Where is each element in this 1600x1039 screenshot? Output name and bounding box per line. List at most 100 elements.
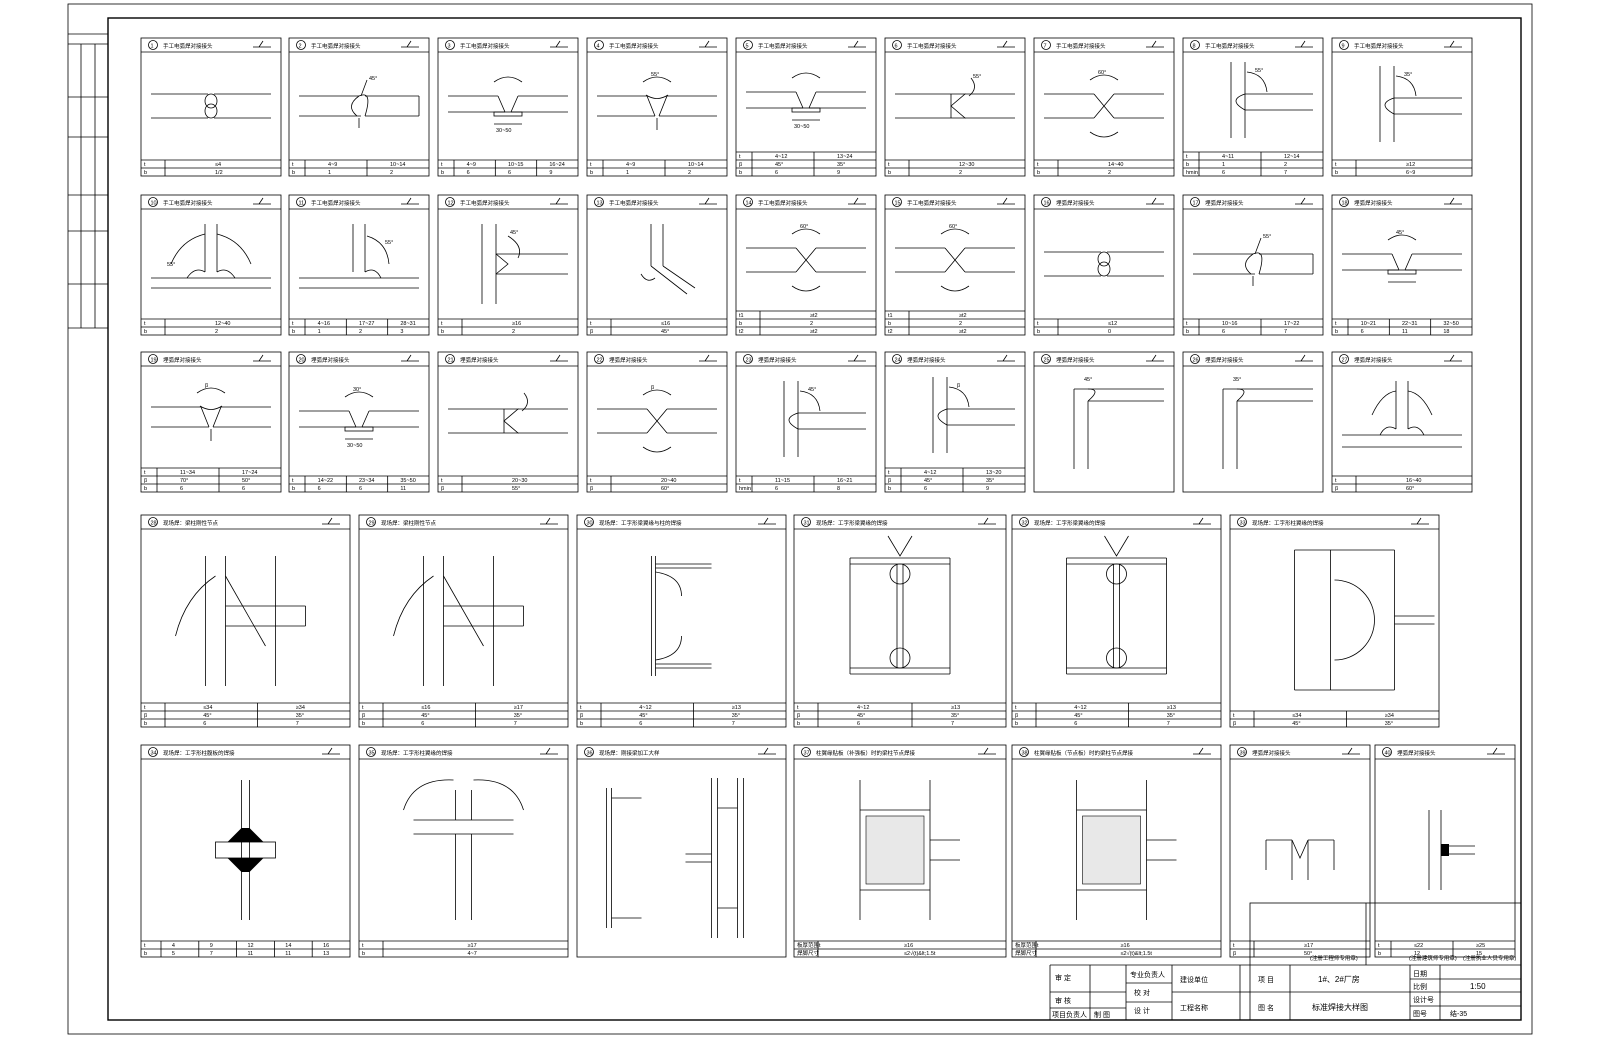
stroke	[358, 94, 369, 117]
table-cell: 10~16	[1222, 321, 1237, 327]
stroke	[799, 390, 821, 412]
table-cell: 2	[688, 170, 691, 176]
panel-number: 21	[448, 358, 454, 364]
table-cell: 35°	[951, 713, 959, 719]
stroke	[1089, 74, 1119, 81]
panel-number: 17	[1193, 201, 1199, 207]
panel-number-circle	[1237, 747, 1247, 757]
outer-border	[67, 3, 1533, 1035]
panel-title: 埋弧焊对接接头	[163, 356, 202, 364]
table-header: t1	[739, 313, 744, 319]
stroke	[1104, 535, 1129, 557]
table-cell: 45°	[661, 329, 669, 335]
table-cell: 10~14	[688, 162, 703, 168]
panel-title: 手工电弧焊对接接头	[1205, 42, 1255, 50]
angle-label: 45°	[1084, 377, 1092, 383]
table-header: t	[441, 162, 443, 168]
table-cell: 12~14	[1284, 154, 1299, 160]
angle-label: 55°	[1255, 68, 1263, 74]
panel-number: 22	[597, 358, 603, 364]
panel-number: 34	[151, 751, 157, 757]
stroke	[795, 247, 817, 273]
table-header: β	[144, 713, 147, 719]
panel-number: 24	[895, 358, 901, 364]
panel-number-circle	[1041, 40, 1051, 50]
stroke	[788, 412, 799, 430]
panel-title: 埋弧焊对接接头	[1252, 749, 1291, 757]
table-cell: 15	[1476, 951, 1482, 957]
table-header: b	[739, 321, 742, 327]
table-cell: 18	[1443, 329, 1449, 335]
angle-label: 55°	[1263, 234, 1271, 240]
panel-frame	[140, 37, 282, 177]
panel-number-circle	[1041, 354, 1051, 364]
table-cell: 14~40	[1108, 162, 1123, 168]
table-cell: 45°	[775, 162, 783, 168]
stroke	[1411, 517, 1429, 525]
panel-number-circle	[1339, 354, 1349, 364]
stroke	[216, 269, 236, 279]
panel-number: 3	[448, 44, 451, 50]
stroke	[1487, 747, 1505, 755]
stroke	[1146, 197, 1164, 205]
table-cell: ≥t2	[959, 329, 967, 335]
panel-frame	[735, 37, 877, 177]
table-header: b	[1378, 951, 1381, 957]
table-header: b	[441, 329, 444, 335]
table-header: t	[797, 705, 799, 711]
angle-label: 30°	[353, 387, 361, 393]
table-cell: 6~9	[1406, 170, 1415, 176]
table-cell: 60°	[661, 486, 669, 492]
table-cell: 9	[986, 486, 989, 492]
weld-bead	[1097, 251, 1111, 267]
panel-number-circle	[296, 197, 306, 207]
panel-frame	[1331, 351, 1473, 493]
table-cell: ≥25	[1476, 943, 1485, 949]
table-header: b	[292, 329, 295, 335]
table-cell: 12~40	[215, 321, 230, 327]
table-cell: 17~27	[359, 321, 374, 327]
weld-fill	[227, 828, 264, 842]
panel-number: 38	[1022, 751, 1028, 757]
stroke	[1093, 93, 1115, 119]
stroke	[351, 95, 360, 117]
stroke	[344, 391, 374, 398]
panel-number: 11	[299, 201, 305, 207]
panel-number-circle	[594, 354, 604, 364]
stroke	[699, 197, 717, 205]
table-cell: 6	[1222, 329, 1225, 335]
stroke	[186, 269, 206, 279]
table-header: hmin	[739, 486, 751, 492]
table-cell: 13~20	[986, 470, 1001, 476]
table-cell: 2	[512, 329, 515, 335]
cross-plate	[215, 841, 276, 859]
table-header: b	[144, 951, 147, 957]
table-cell: ≤16	[661, 321, 670, 327]
stroke	[1334, 579, 1375, 661]
table-header: t	[1335, 162, 1337, 168]
table-cell: 45°	[639, 713, 647, 719]
table-cell: 9	[837, 170, 840, 176]
table-cell: 6	[421, 721, 424, 727]
angle-label: 35°	[1404, 72, 1412, 78]
stroke	[550, 40, 568, 48]
panel-number: 1	[151, 44, 154, 50]
table-header: t2	[888, 329, 893, 335]
table-cell: 4~9	[467, 162, 476, 168]
panel-title: 手工电弧焊对接接头	[1354, 42, 1404, 50]
stroke	[997, 354, 1015, 362]
table-cell: ≥t2	[959, 313, 967, 319]
panel-number-circle	[366, 747, 376, 757]
table-header: t	[441, 321, 443, 327]
date-label: 日期	[1413, 970, 1427, 978]
stroke	[1387, 234, 1417, 241]
table-cell: 6	[1222, 170, 1225, 176]
table-cell: 11	[285, 951, 291, 957]
table-header: t	[1037, 321, 1039, 327]
